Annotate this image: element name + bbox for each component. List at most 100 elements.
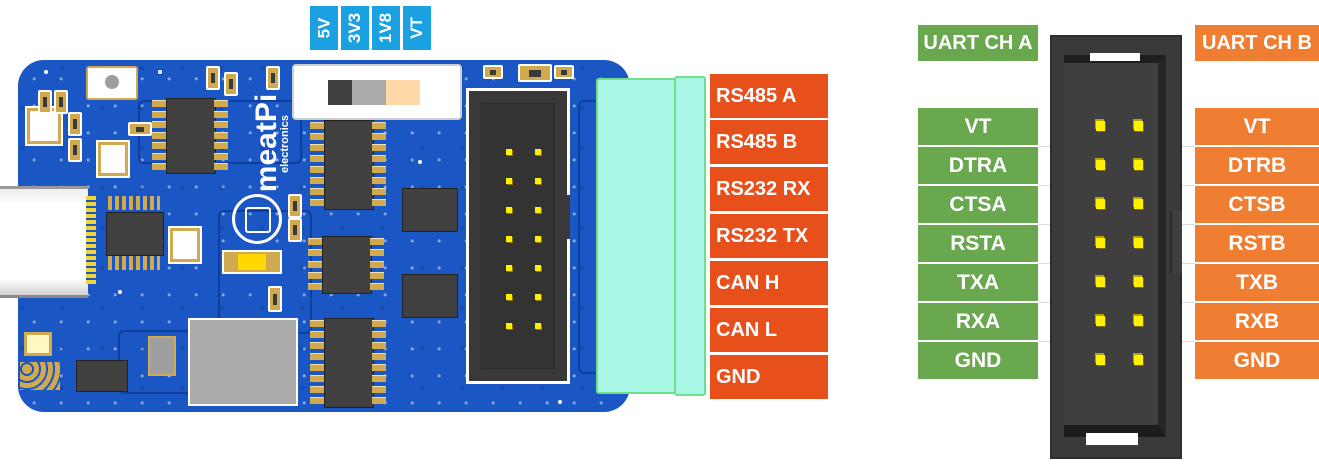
- terminal-block: [596, 78, 676, 394]
- ic-pads: [152, 100, 166, 170]
- smd-resistor: [554, 65, 574, 79]
- usb-c-connector: [0, 186, 88, 298]
- ic-pads: [370, 238, 384, 290]
- transceiver-chip: [324, 120, 374, 210]
- ic-pads: [108, 196, 160, 210]
- uart-a-pin-label: RSTA: [918, 225, 1038, 262]
- header-pin: [1096, 160, 1105, 170]
- uart-b-pin-label: RSTB: [1195, 225, 1319, 262]
- header-pin: [1134, 238, 1143, 248]
- header-pin: [1096, 121, 1105, 131]
- leader-line: [1038, 146, 1052, 147]
- idc-pin: [506, 294, 512, 300]
- leader-line: [1180, 263, 1195, 264]
- crystal: [168, 226, 202, 264]
- soic-chip: [402, 274, 458, 318]
- leader-line: [1038, 224, 1052, 225]
- terminal-label-can-h: CAN H: [710, 261, 828, 305]
- smd-capacitor: [268, 286, 282, 312]
- switch-knob[interactable]: [328, 80, 352, 105]
- idc-pin: [506, 178, 512, 184]
- status-led: [24, 332, 52, 356]
- smd-capacitor: [518, 64, 552, 82]
- header-pin: [1134, 355, 1143, 365]
- voltage-label-3v3: 3V3: [341, 6, 369, 50]
- voltage-regulator: [76, 360, 128, 392]
- uart-b-pin-label: RXB: [1195, 303, 1319, 340]
- switch-track: [352, 80, 386, 105]
- uart-b-pin-label: VT: [1195, 108, 1319, 145]
- crystal: [96, 140, 130, 178]
- smd-capacitor: [288, 218, 302, 242]
- via: [118, 290, 122, 294]
- uart-idc-header: [466, 88, 570, 384]
- ic-pads: [310, 320, 324, 404]
- reset-button: [86, 66, 138, 100]
- via: [418, 160, 422, 164]
- smd-resistor: [206, 66, 220, 90]
- leader-line: [1038, 185, 1052, 186]
- header-pin: [1096, 355, 1105, 365]
- uart-a-pin-label: TXA: [918, 264, 1038, 301]
- header-pin: [1134, 316, 1143, 326]
- terminal-label-rs485-a: RS485 A: [710, 74, 828, 118]
- idc-pin: [535, 265, 541, 271]
- header-key: [1170, 211, 1182, 273]
- ic-pads: [108, 256, 160, 270]
- leader-line: [1038, 263, 1052, 264]
- uart-b-pin-label: GND: [1195, 342, 1319, 379]
- leader-line: [1180, 224, 1195, 225]
- leader-line: [1180, 341, 1195, 342]
- smd-capacitor: [288, 194, 302, 218]
- terminal-label-rs232-rx: RS232 RX: [710, 167, 828, 211]
- smd-resistor: [483, 65, 503, 79]
- smd-resistor: [224, 72, 238, 96]
- usb-bridge-chip: [106, 212, 164, 256]
- shield-can: [188, 318, 298, 406]
- via: [44, 70, 48, 74]
- idc-header-body: [481, 103, 555, 369]
- leader-line: [1038, 341, 1052, 342]
- smd-resistor: [54, 90, 68, 114]
- idc-pin: [535, 236, 541, 242]
- header-pin: [1096, 199, 1105, 209]
- terminal-block-edge: [674, 76, 706, 396]
- idc-pin: [506, 236, 512, 242]
- idc-pin: [535, 294, 541, 300]
- logo-subtext: electronics: [279, 114, 292, 174]
- ic-pads: [372, 320, 386, 404]
- pin-header-small: [20, 362, 60, 390]
- smd-capacitor: [68, 138, 82, 162]
- leader-line: [1180, 302, 1195, 303]
- ic-pads: [214, 100, 228, 170]
- header-pin: [1134, 277, 1143, 287]
- transceiver-chip: [324, 318, 374, 408]
- voltage-label-vt: VT: [403, 6, 431, 50]
- button-cap: [105, 75, 119, 89]
- smd-capacitor: [128, 122, 152, 136]
- uart-a-pin-label: CTSA: [918, 186, 1038, 223]
- meatpi-logo: meatPi electronics: [246, 88, 291, 208]
- header-pin: [1096, 316, 1105, 326]
- header-pin: [1096, 277, 1105, 287]
- logo-circuit-icon: [232, 194, 282, 244]
- inductor: [148, 336, 176, 376]
- fuse: [222, 250, 282, 274]
- terminal-label-rs232-tx: RS232 TX: [710, 214, 828, 258]
- terminal-label-rs485-b: RS485 B: [710, 120, 828, 164]
- idc-key-notch: [558, 195, 570, 239]
- uart-a-pin-label: VT: [918, 108, 1038, 145]
- uart-a-pin-label: RXA: [918, 303, 1038, 340]
- smd-capacitor: [68, 112, 82, 136]
- uart-channel-b-title: UART CH B: [1195, 25, 1319, 61]
- idc-pin: [506, 149, 512, 155]
- voltage-slide-switch[interactable]: [292, 64, 462, 120]
- smd-resistor: [38, 90, 52, 114]
- leader-line: [1180, 185, 1195, 186]
- usb-c-pins: [86, 196, 96, 284]
- uart-a-pin-label: DTRA: [918, 147, 1038, 184]
- via: [158, 70, 162, 74]
- header-pin: [1096, 238, 1105, 248]
- uart-b-pin-label: DTRB: [1195, 147, 1319, 184]
- idc-pin: [535, 323, 541, 329]
